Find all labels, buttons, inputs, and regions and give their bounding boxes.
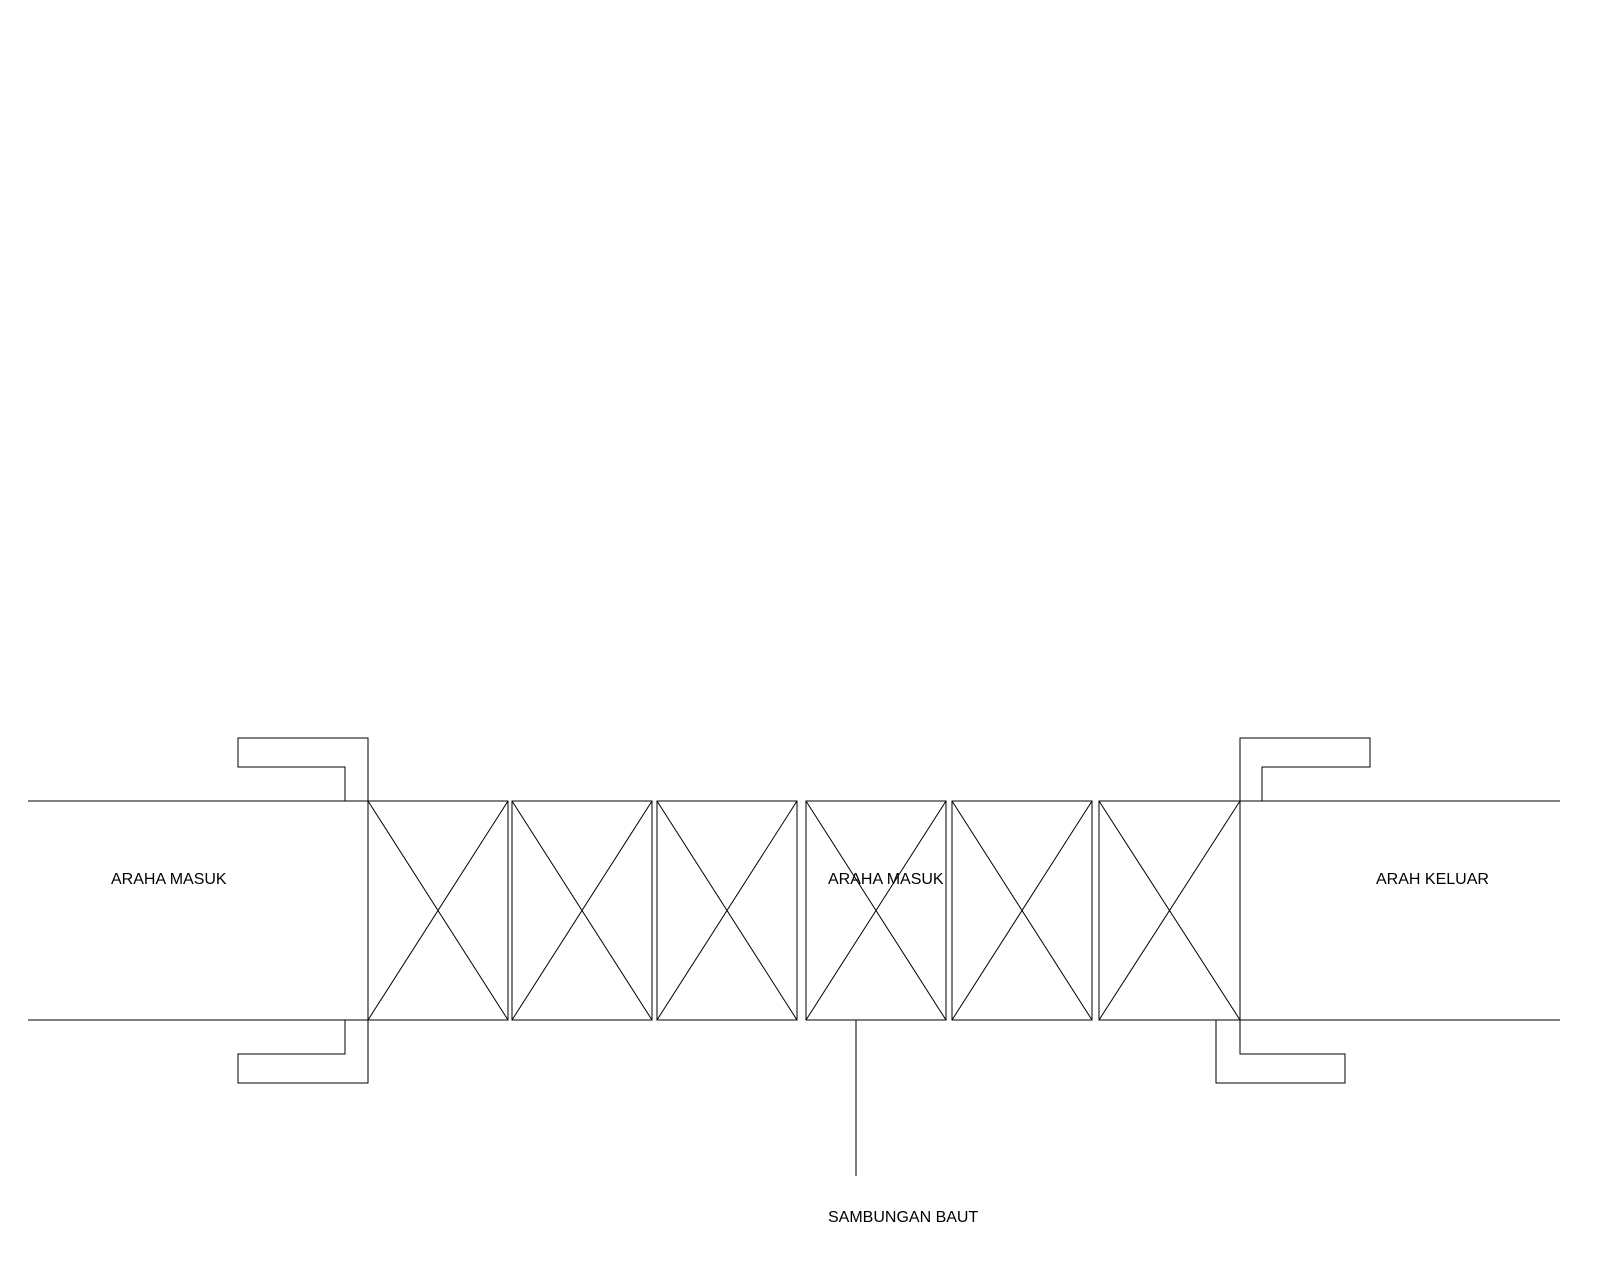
center-direction-label: ARAHA MASUK: [828, 871, 944, 888]
module-4: [805, 800, 947, 1021]
module-1: [367, 800, 509, 1021]
module-1-box: [367, 800, 509, 1021]
module-5: [951, 800, 1093, 1021]
module-2-box: [511, 800, 653, 1021]
right-direction-label: ARAH KELUAR: [1376, 871, 1489, 888]
left-direction-label: ARAHA MASUK: [111, 871, 227, 888]
module-3: [656, 800, 798, 1021]
module-2-brace-b: [511, 800, 653, 1021]
left-top-flange: [237, 737, 369, 801]
module-3-brace-b: [656, 800, 798, 1021]
outlet-duct: [1240, 800, 1560, 1021]
right-bottom-flange: [1215, 1020, 1346, 1084]
module-4-brace-b: [805, 800, 947, 1021]
module-5-box: [951, 800, 1093, 1021]
module-3-box: [656, 800, 798, 1021]
inlet-duct: [28, 800, 368, 1021]
module-6: [1098, 800, 1241, 1021]
right-top-flange: [1239, 737, 1371, 801]
module-2: [511, 800, 653, 1021]
bolt-joint-label: SAMBUNGAN BAUT: [828, 1209, 978, 1226]
module-5-brace-b: [951, 800, 1093, 1021]
module-4-box: [805, 800, 947, 1021]
module-6-brace-b: [1098, 800, 1241, 1021]
left-bottom-flange: [237, 1020, 369, 1084]
module-6-box: [1098, 800, 1241, 1021]
module-1-brace-b: [367, 800, 509, 1021]
